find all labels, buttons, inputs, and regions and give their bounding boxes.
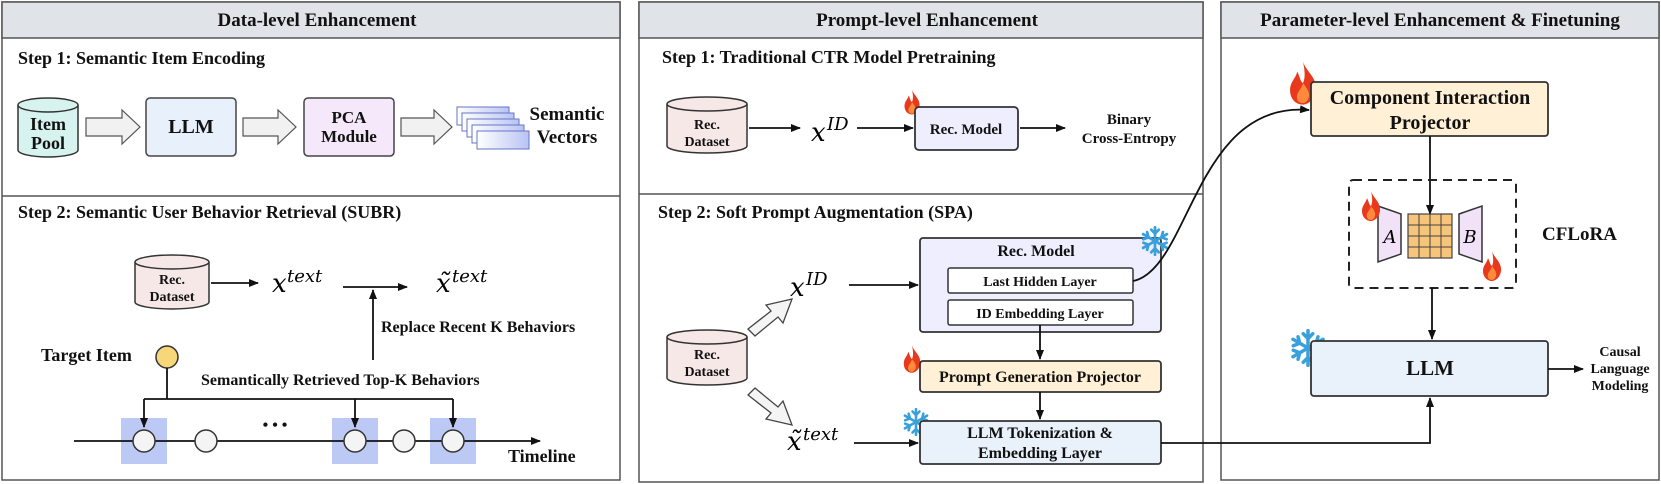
llm-label: LLM	[1406, 356, 1454, 380]
lora-a-label: A	[1382, 227, 1397, 248]
causal-label-2: Language	[1590, 362, 1649, 377]
subr-rec-label-1: Rec.	[159, 273, 185, 288]
panel-parameter-level: Parameter-level Enhancement & Finetuning…	[1220, 1, 1660, 481]
item-pool-label-2: Pool	[31, 133, 65, 153]
retrieved-label: Semantically Retrieved Top-K Behaviors	[201, 372, 480, 389]
lora-a-trapezoid	[1377, 204, 1402, 264]
ctr-rec-label-1: Rec.	[694, 118, 720, 133]
pca-label-1: PCA	[332, 108, 368, 127]
spa-rec-dataset-cylinder: Rec. Dataset	[666, 329, 748, 386]
panel-param-header: Parameter-level Enhancement & Finetuning	[1260, 10, 1620, 31]
llm-encoder-label: LLM	[168, 116, 214, 138]
projector-label-2: Projector	[1390, 112, 1471, 134]
llm-tokenization-label-2: Embedding Layer	[978, 445, 1102, 462]
x-text-superscript: text	[287, 266, 323, 287]
lora-interaction-grid	[1407, 213, 1453, 259]
prompt-generation-projector-label: Prompt Generation Projector	[939, 369, 1141, 386]
retrieval-lines	[144, 368, 453, 400]
block-arrow-1	[85, 108, 141, 146]
block-arrow-3	[400, 108, 453, 146]
spa-rec-label-1: Rec.	[694, 348, 720, 363]
panel-prompt-header: Prompt-level Enhancement	[816, 10, 1038, 31]
block-arrow-up	[747, 298, 794, 337]
spa-x-id-symbol: x	[790, 273, 805, 303]
prompt-step2-title: Step 2: Soft Prompt Augmentation (SPA)	[658, 202, 973, 223]
llm-encoder-box	[145, 97, 237, 157]
connector-hidden-to-projector	[1132, 105, 1310, 282]
x-id-superscript: ID	[826, 114, 849, 135]
pca-module-box	[303, 97, 395, 157]
semantic-vectors-label-1: Semantic	[530, 104, 605, 125]
ctr-rec-model-label: Rec. Model	[930, 122, 1002, 138]
panel-prompt-level: Prompt-level Enhancement Step 1: Traditi…	[638, 1, 1204, 483]
projector-label-1: Component Interaction	[1330, 87, 1531, 109]
prompt-step1-title: Step 1: Traditional CTR Model Pretrainin…	[662, 47, 996, 67]
lora-b-trapezoid	[1458, 204, 1483, 264]
x-text-symbol: x	[272, 269, 287, 299]
lora-b-label: B	[1462, 227, 1476, 248]
causal-label-1: Causal	[1599, 345, 1640, 360]
pca-label-2: Module	[321, 127, 377, 146]
block-arrow-down	[747, 387, 794, 426]
timeline-label: Timeline	[508, 446, 576, 466]
data-step2-title: Step 2: Semantic User Behavior Retrieval…	[18, 202, 401, 223]
behavior-node	[343, 429, 367, 453]
causal-label-3: Modeling	[1592, 379, 1649, 394]
subr-rec-label-2: Dataset	[149, 290, 194, 305]
replace-label: Replace Recent K Behaviors	[381, 319, 575, 336]
behavior-node	[392, 429, 416, 453]
spa-x-tilde-superscript: text	[803, 424, 839, 445]
spa-x-id-superscript: ID	[805, 269, 828, 290]
target-item-label: Target Item	[41, 345, 132, 365]
ctr-rec-model-box	[914, 106, 1019, 151]
llm-tokenization-label-1: LLM Tokenization &	[967, 425, 1113, 442]
panel-data-level: Data-level Enhancement Step 1: Semantic …	[1, 1, 621, 481]
target-item-node	[155, 345, 179, 369]
bce-label-1: Binary	[1107, 112, 1152, 128]
spa-x-tilde-symbol: x̃	[787, 427, 802, 457]
x-tilde-text-symbol: x̃	[436, 269, 451, 299]
ctr-rec-dataset-cylinder: Rec. Dataset	[666, 96, 748, 154]
x-tilde-text-superscript: text	[452, 266, 488, 287]
bce-label-2: Cross-Entropy	[1082, 131, 1177, 147]
ellipsis: • • •	[263, 417, 288, 434]
semantic-vectors-label-2: Vectors	[537, 127, 598, 148]
behavior-node	[441, 429, 465, 453]
x-id-symbol: x	[811, 118, 826, 148]
item-pool-cylinder: Item Pool	[17, 97, 79, 158]
connector-tok-to-llm	[1161, 397, 1434, 444]
subr-rec-dataset-cylinder: Rec. Dataset	[134, 254, 210, 310]
item-pool-label-1: Item	[30, 114, 66, 134]
semantic-vectors-stack	[456, 106, 530, 150]
spa-rec-model-title: Rec. Model	[997, 243, 1075, 260]
cflora-label: CFLoRA	[1542, 224, 1617, 245]
block-arrow-2	[242, 108, 297, 146]
panel-data-header: Data-level Enhancement	[218, 10, 418, 31]
data-step1-title: Step 1: Semantic Item Encoding	[18, 48, 265, 68]
behavior-node	[194, 429, 218, 453]
ctr-rec-label-2: Dataset	[684, 135, 729, 150]
last-hidden-layer-label: Last Hidden Layer	[983, 275, 1097, 290]
id-embedding-layer-label: ID Embedding Layer	[976, 307, 1104, 322]
spa-rec-label-2: Dataset	[684, 365, 729, 380]
behavior-node	[132, 429, 156, 453]
